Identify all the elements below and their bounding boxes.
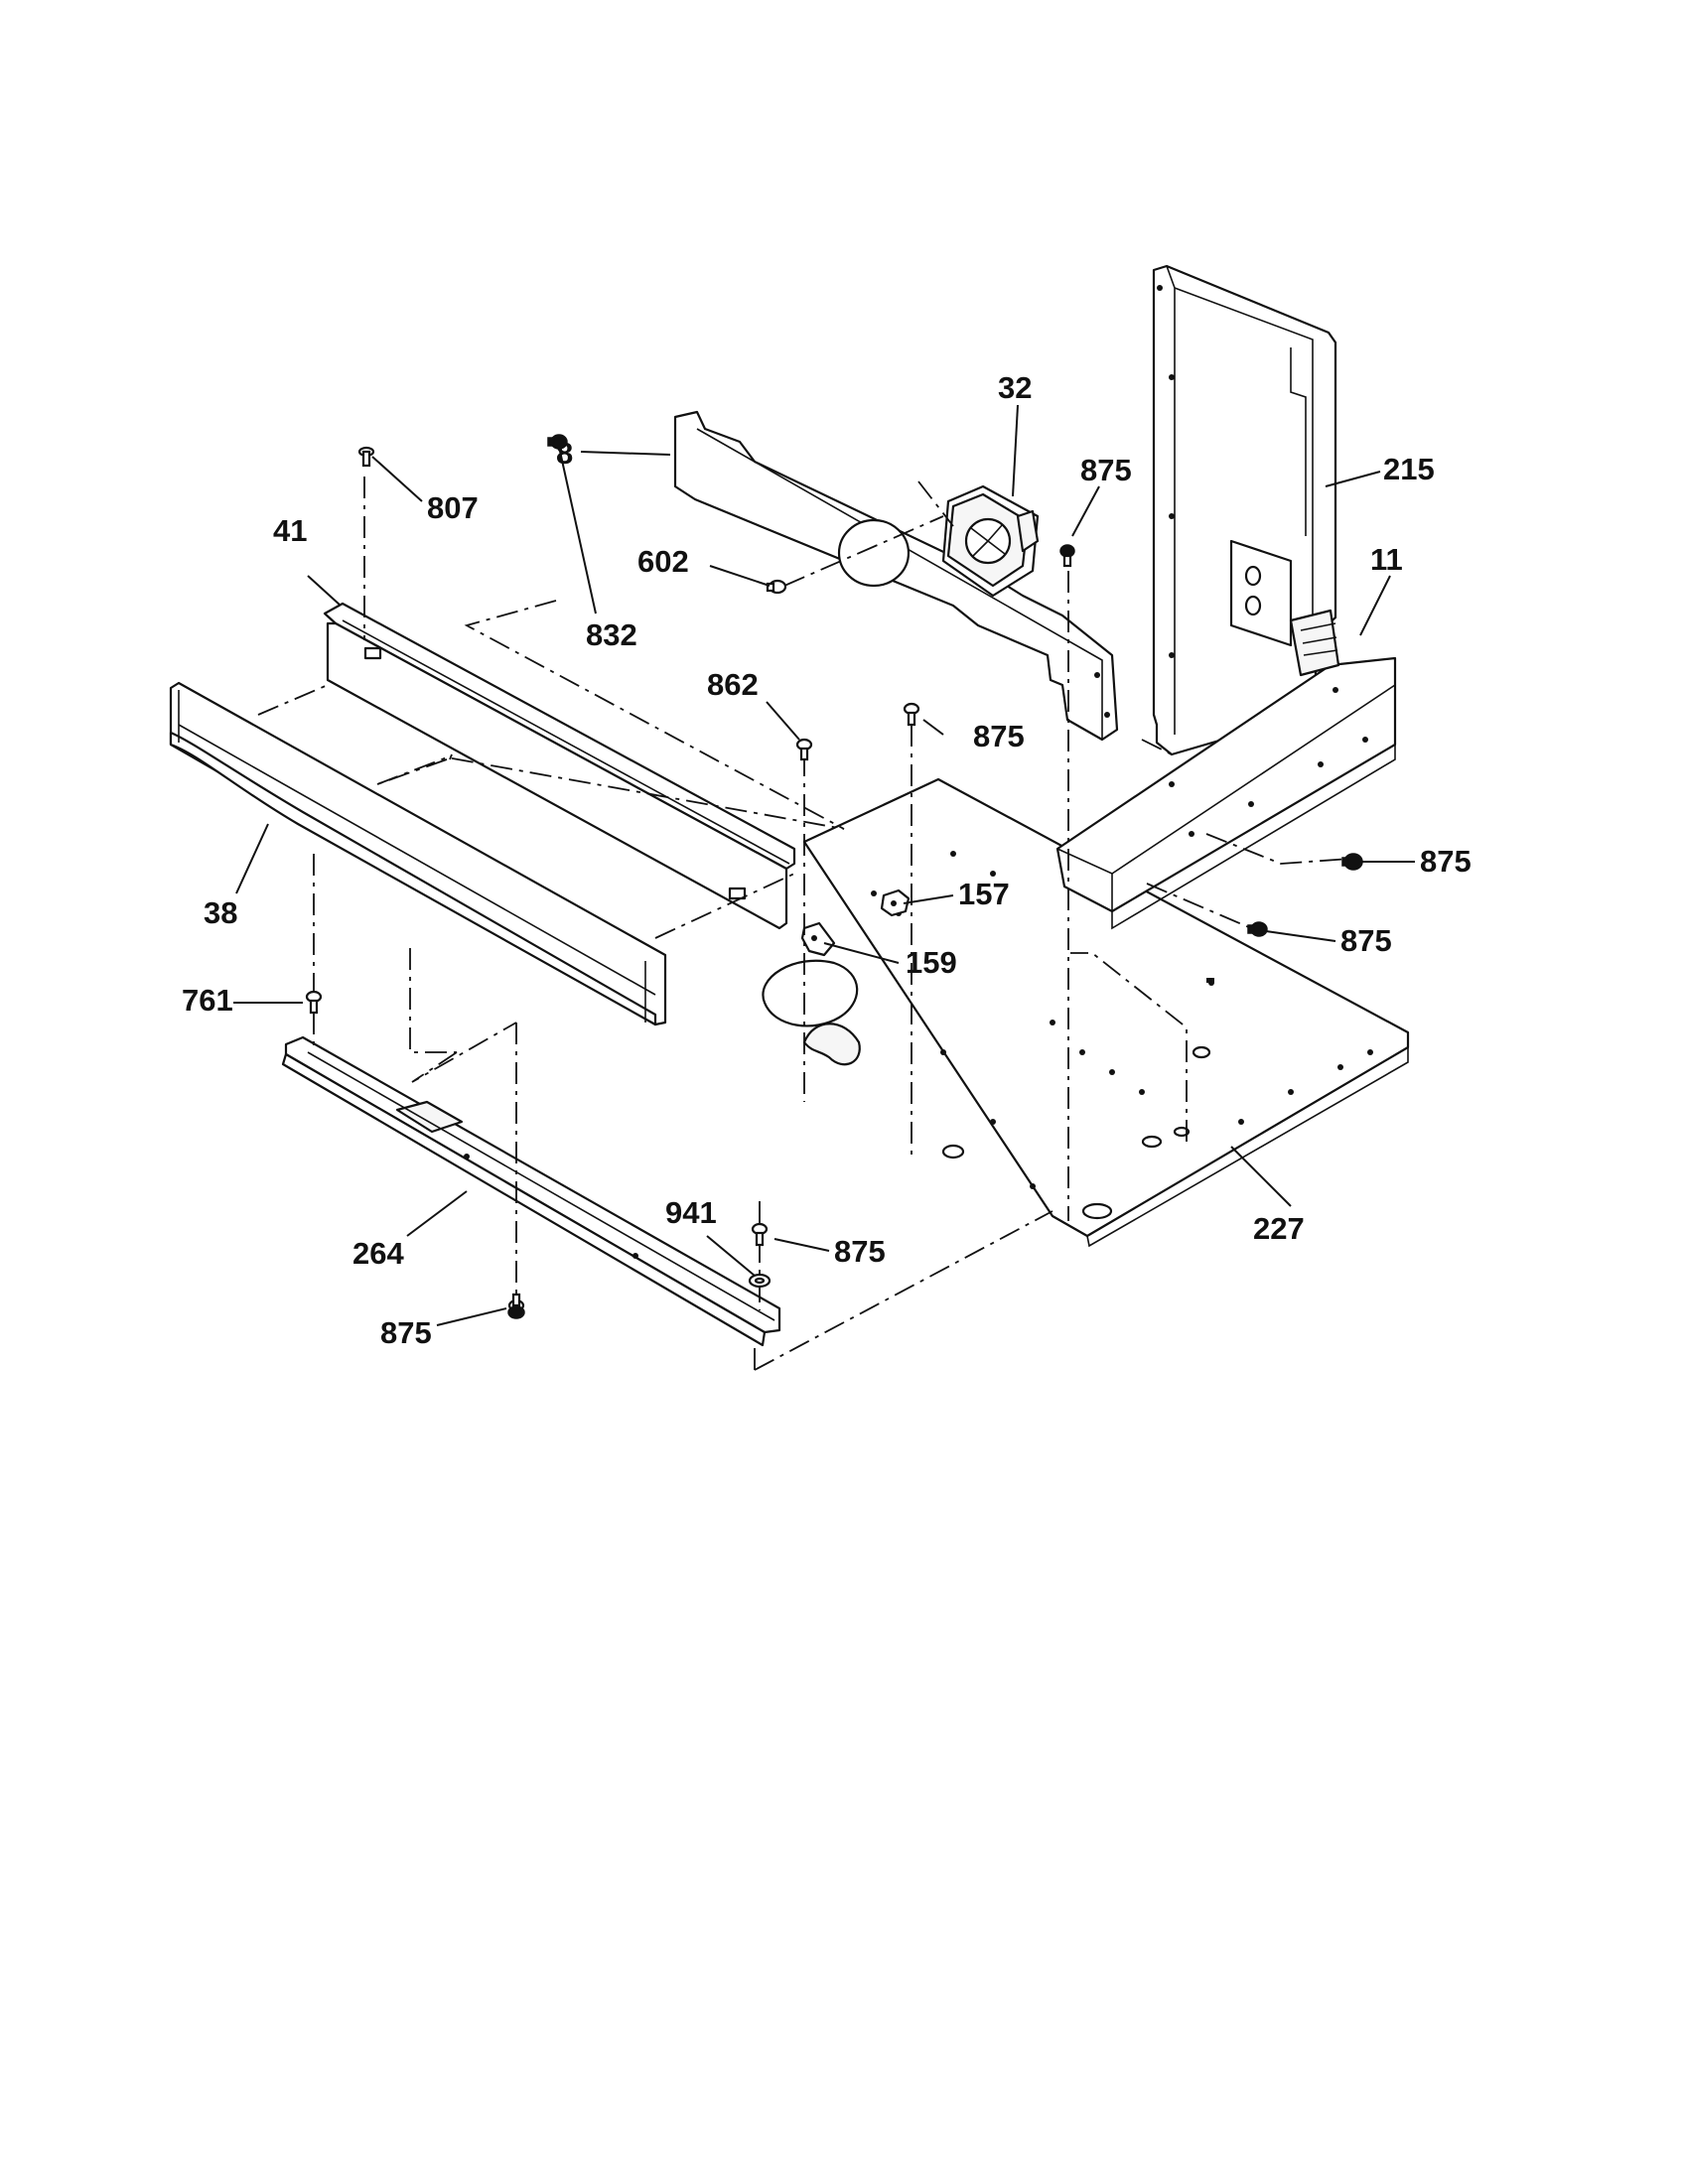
panel-8 xyxy=(673,410,1119,742)
label-832: 832 xyxy=(586,617,637,652)
label-8: 8 xyxy=(556,436,573,471)
label-215: 215 xyxy=(1383,452,1435,486)
leader-lines xyxy=(233,404,1415,1326)
callout-labels: 8 32 875 215 807 41 832 602 11 862 875 8… xyxy=(182,370,1472,1350)
base-pan-227 xyxy=(762,777,1410,1248)
screw-862 xyxy=(795,738,813,761)
label-862: 862 xyxy=(707,667,759,702)
label-807: 807 xyxy=(427,490,479,525)
fan-32 xyxy=(941,484,1040,598)
front-panel-38 xyxy=(169,681,667,1026)
thermostat-159 xyxy=(800,921,836,957)
label-41: 41 xyxy=(273,513,307,548)
washer-941 xyxy=(748,1273,772,1289)
label-875-bottom: 875 xyxy=(834,1234,886,1269)
label-159: 159 xyxy=(906,945,957,980)
screw-875-left xyxy=(507,1293,525,1319)
screw-875-right2 xyxy=(1247,921,1268,937)
assembly-lines xyxy=(257,477,1351,1371)
screw-832 xyxy=(547,434,568,450)
label-38: 38 xyxy=(204,895,237,930)
screw-875-right1 xyxy=(1341,853,1363,871)
label-11: 11 xyxy=(1370,542,1403,577)
screw-875-top xyxy=(1059,544,1075,568)
label-875-right2: 875 xyxy=(1340,923,1392,958)
label-761: 761 xyxy=(182,983,233,1018)
thermostat-157 xyxy=(880,888,911,917)
label-941: 941 xyxy=(665,1195,717,1230)
label-32: 32 xyxy=(998,370,1032,405)
fasteners xyxy=(305,434,1363,1319)
duct-215 xyxy=(1152,264,1337,756)
trim-rail-41 xyxy=(323,602,796,930)
label-602: 602 xyxy=(637,544,689,579)
label-227: 227 xyxy=(1253,1211,1305,1246)
screw-875-mid xyxy=(903,702,920,727)
screw-602 xyxy=(766,579,787,595)
label-875-mid: 875 xyxy=(973,719,1025,753)
label-157: 157 xyxy=(958,877,1010,911)
bottom-rail-264 xyxy=(281,1035,781,1347)
screw-875-bottom xyxy=(751,1222,769,1247)
label-875-right1: 875 xyxy=(1420,844,1472,879)
screw-807 xyxy=(357,446,375,468)
label-875-top: 875 xyxy=(1080,453,1132,487)
bracket-11 xyxy=(1055,609,1397,930)
label-264: 264 xyxy=(352,1236,404,1271)
screw-761 xyxy=(305,990,323,1015)
label-875-left: 875 xyxy=(380,1315,432,1350)
